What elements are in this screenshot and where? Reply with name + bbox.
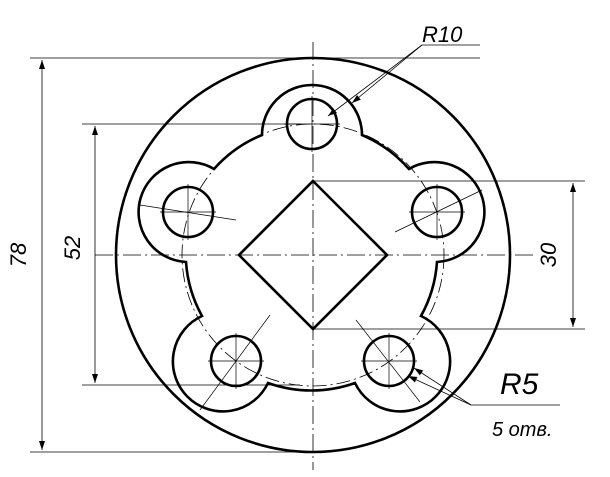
dim-52-label: 52	[60, 236, 85, 260]
flange-profile	[137, 83, 486, 413]
hole-count-note: 5 отв.	[492, 419, 552, 441]
r5-leader	[407, 367, 560, 406]
dim-78-label: 78	[6, 242, 31, 267]
hole-center-marks	[139, 96, 483, 411]
radius-r10-label: R10	[422, 22, 463, 47]
dim-30-label: 30	[536, 242, 561, 267]
bolt-holes	[161, 97, 464, 388]
r10-leader	[327, 44, 480, 117]
radius-r5-label: R5	[500, 368, 539, 401]
